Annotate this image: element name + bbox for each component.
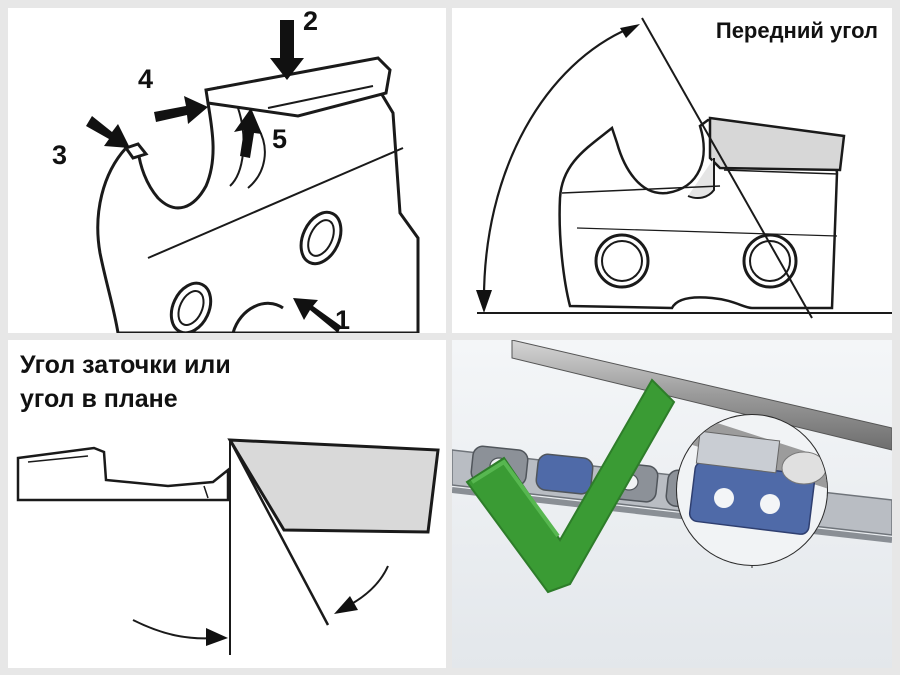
panel-rake-angle: Передний угол	[452, 8, 892, 333]
arrow-3	[86, 116, 130, 148]
sharpening-angle-title: Угол заточки или угол в плане	[20, 348, 231, 416]
file-position-render	[452, 340, 892, 668]
depth-gauge	[123, 142, 149, 160]
arrow-5	[234, 108, 262, 158]
top-plate	[204, 56, 392, 118]
callout-4: 4	[138, 64, 154, 94]
link-profile	[16, 446, 230, 502]
panel-sharpening-angle: Угол заточки или угол в плане	[8, 340, 446, 668]
top-plate	[227, 438, 440, 534]
callout-3: 3	[52, 140, 68, 170]
rivet-hole-upper	[299, 210, 343, 266]
callout-2: 2	[303, 8, 319, 36]
arrow-1	[293, 298, 341, 333]
rake-angle-drawing	[476, 17, 892, 319]
rake-line	[641, 17, 813, 319]
sharpening-angle-drawing	[16, 438, 440, 655]
panel-file-position	[452, 340, 892, 668]
panel-cutter-parts: 1 2 3 4 5	[8, 8, 446, 333]
callout-1: 1	[335, 305, 351, 333]
arrow-4	[154, 96, 208, 124]
sharpening-title-line1: Угол заточки или	[20, 351, 231, 379]
top-plate	[708, 116, 846, 172]
rivet-hole-left	[594, 233, 650, 289]
rivet-hole-lower	[169, 281, 213, 333]
rake-arc	[482, 26, 631, 307]
cutter-parts-drawing	[86, 20, 420, 333]
sharpening-line	[228, 439, 330, 626]
round-file	[511, 340, 892, 451]
callout-5: 5	[272, 124, 288, 154]
rivet-hole-right	[742, 233, 798, 289]
rake-angle-title: Передний угол	[715, 18, 878, 43]
sharpening-title-line2: угол в плане	[20, 385, 178, 413]
arrow-2	[270, 20, 304, 80]
heel	[231, 301, 284, 333]
